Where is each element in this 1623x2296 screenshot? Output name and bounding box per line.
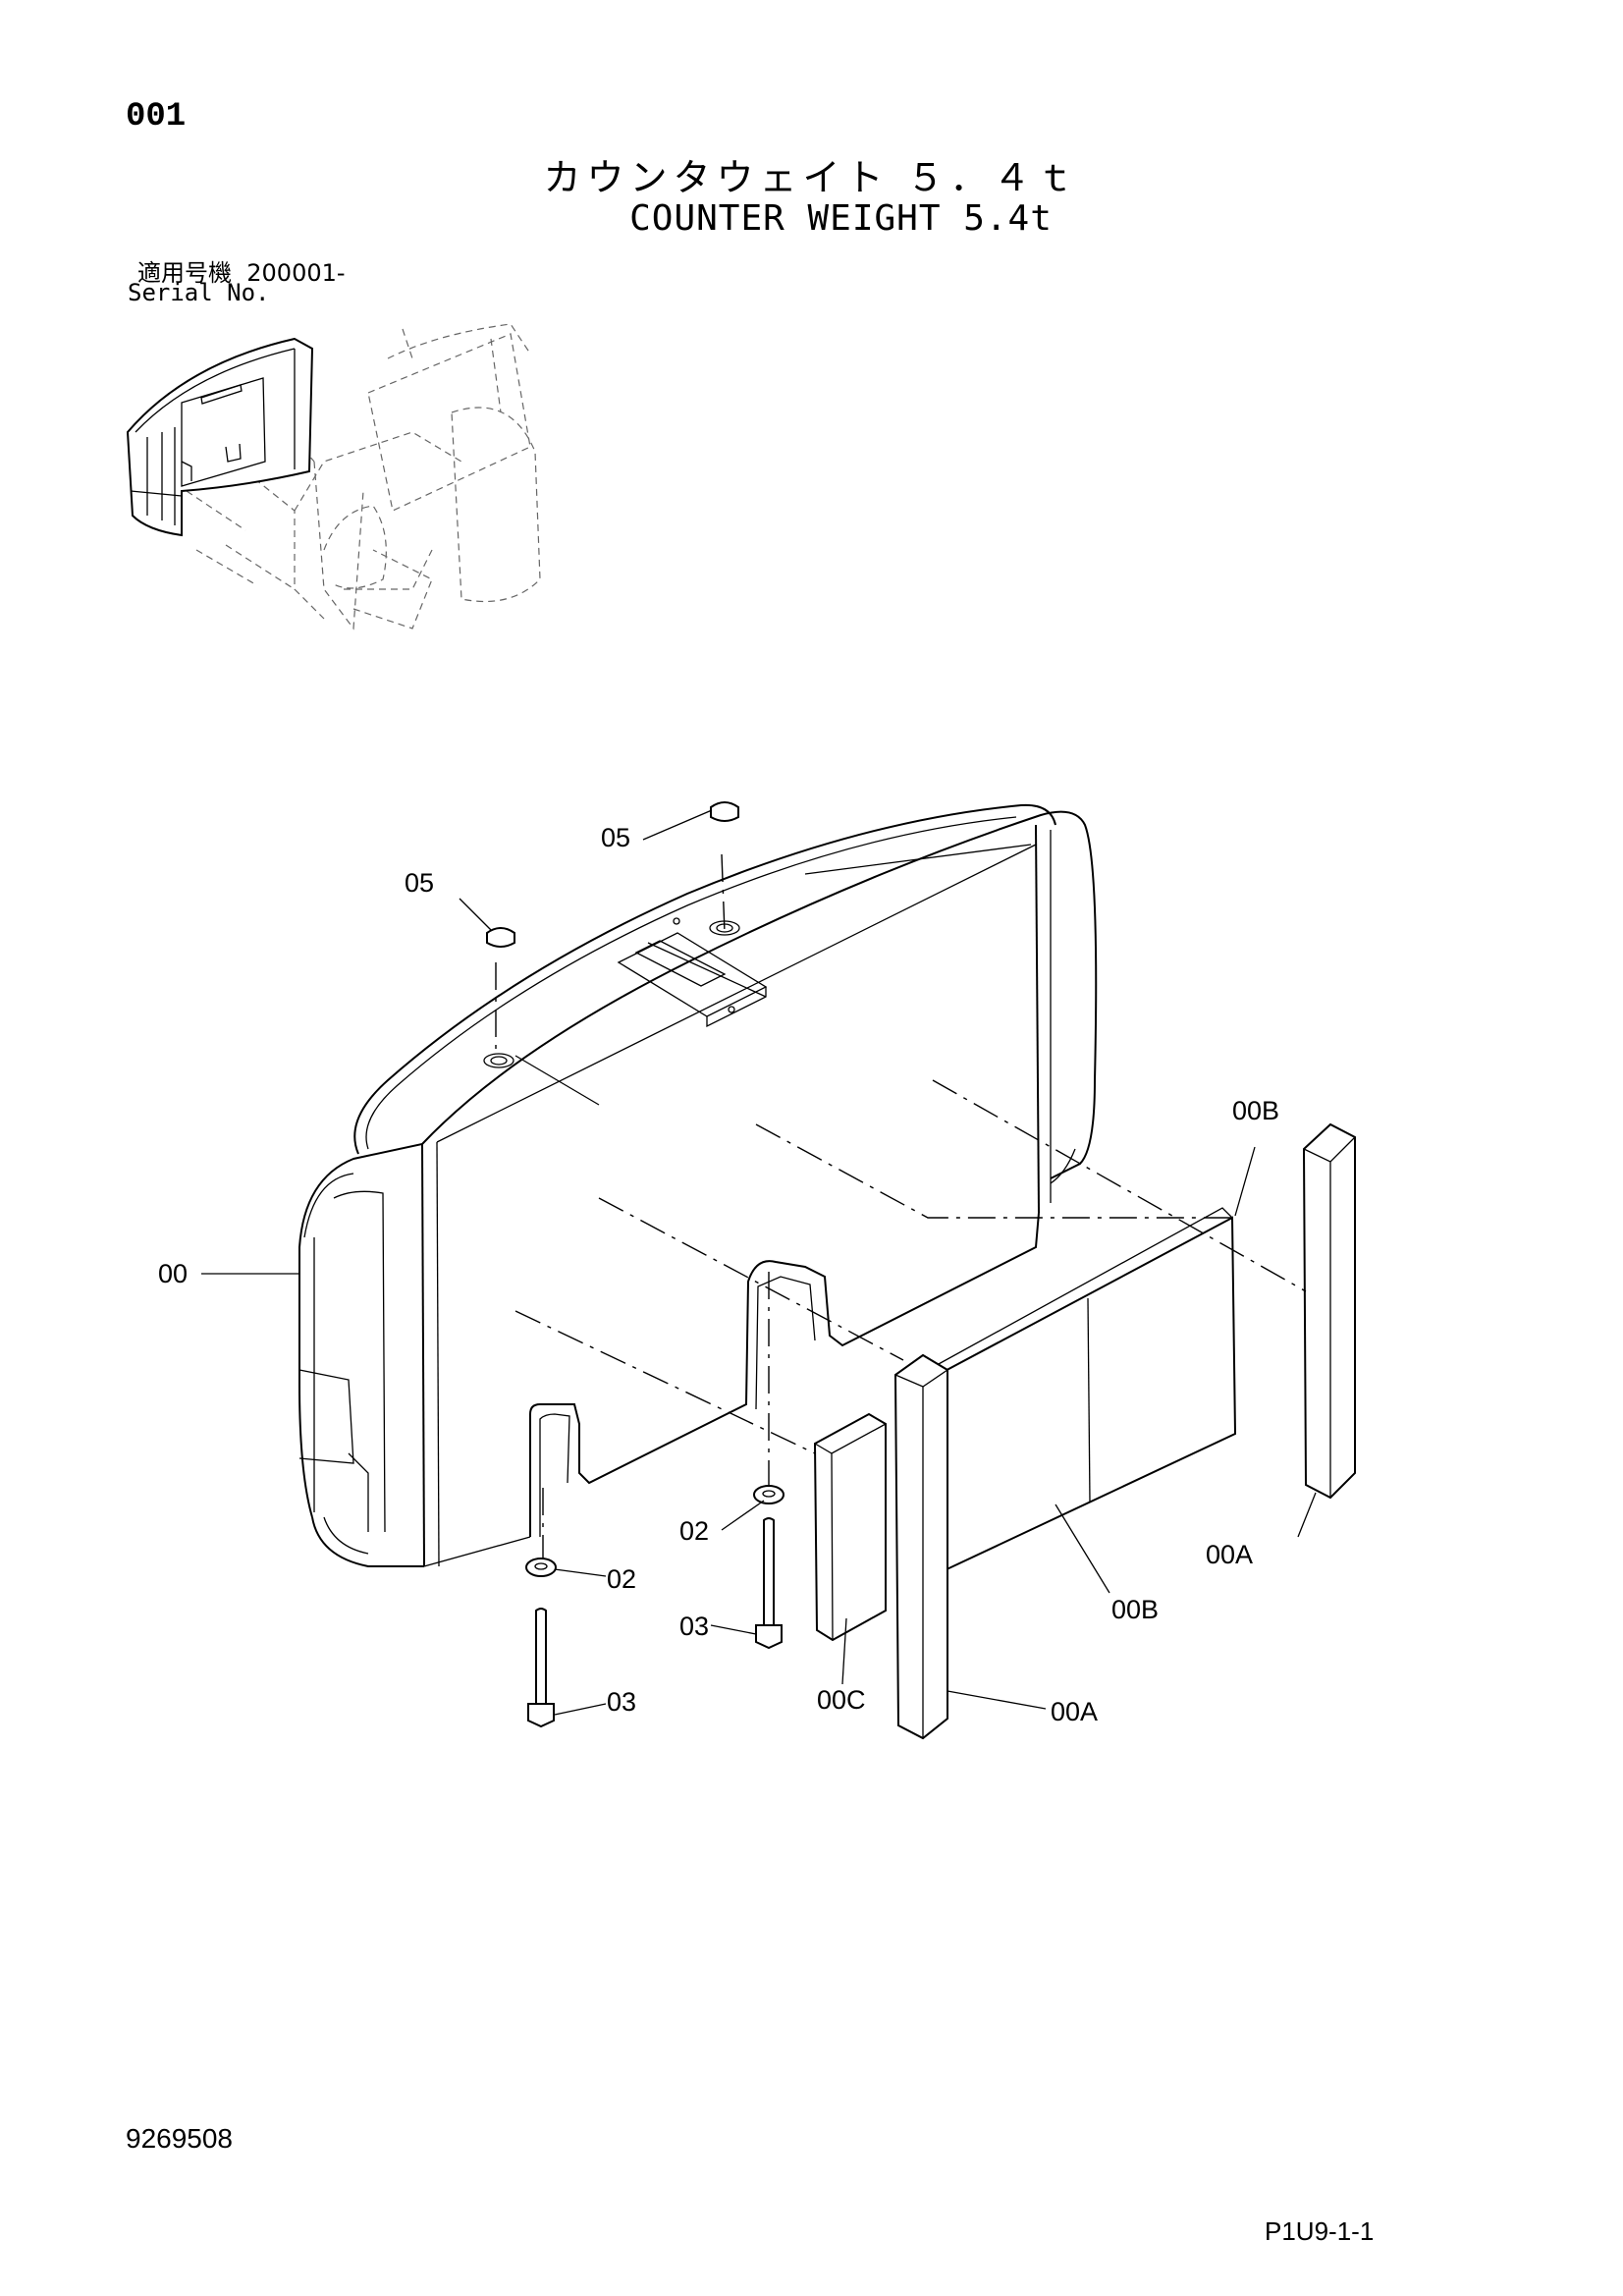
washer-bolt-parts <box>525 1485 784 1728</box>
page-title-english: COUNTER WEIGHT 5.4t <box>629 198 1053 239</box>
block-part-00C <box>813 1412 887 1642</box>
serial-value: 200001- <box>246 259 346 287</box>
callout-05-upper: 05 <box>601 823 630 852</box>
cap-part-05 <box>483 801 740 1068</box>
callout-03-left: 03 <box>607 1687 636 1717</box>
callout-03-right: 03 <box>679 1612 709 1641</box>
assembly-centerlines <box>495 853 1307 1559</box>
callout-00C: 00C <box>817 1685 866 1715</box>
counterweight-assembly <box>298 803 1098 1567</box>
leader-lines <box>201 809 1317 1716</box>
weight-plates <box>927 1207 1237 1573</box>
callout-02-right: 02 <box>679 1516 709 1546</box>
locator-thumbnail <box>126 323 541 630</box>
callout-00: 00 <box>158 1259 188 1288</box>
callout-02-left: 02 <box>607 1564 636 1594</box>
page-title-japanese: カウンタウェイト ５．４ｔ <box>543 156 1080 199</box>
page-reference: P1U9-1-1 <box>1265 2216 1375 2246</box>
bar-part-00A-right <box>1302 1122 1356 1500</box>
callout-00B-upper: 00B <box>1232 1096 1279 1125</box>
callout-05-left: 05 <box>405 868 434 898</box>
callout-00A-lower: 00A <box>1051 1697 1098 1726</box>
page-number: 001 <box>126 98 187 136</box>
callout-00B-lower: 00B <box>1111 1595 1159 1624</box>
callout-00A-right: 00A <box>1206 1540 1253 1569</box>
serial-line-japanese: 適用号機 200001- <box>137 253 346 288</box>
bar-part-00A-front <box>893 1353 948 1740</box>
document-number: 9269508 <box>126 2123 234 2154</box>
serial-label-english: Serial No. <box>128 279 270 306</box>
serial-label-japanese: 適用号機 <box>137 259 232 287</box>
